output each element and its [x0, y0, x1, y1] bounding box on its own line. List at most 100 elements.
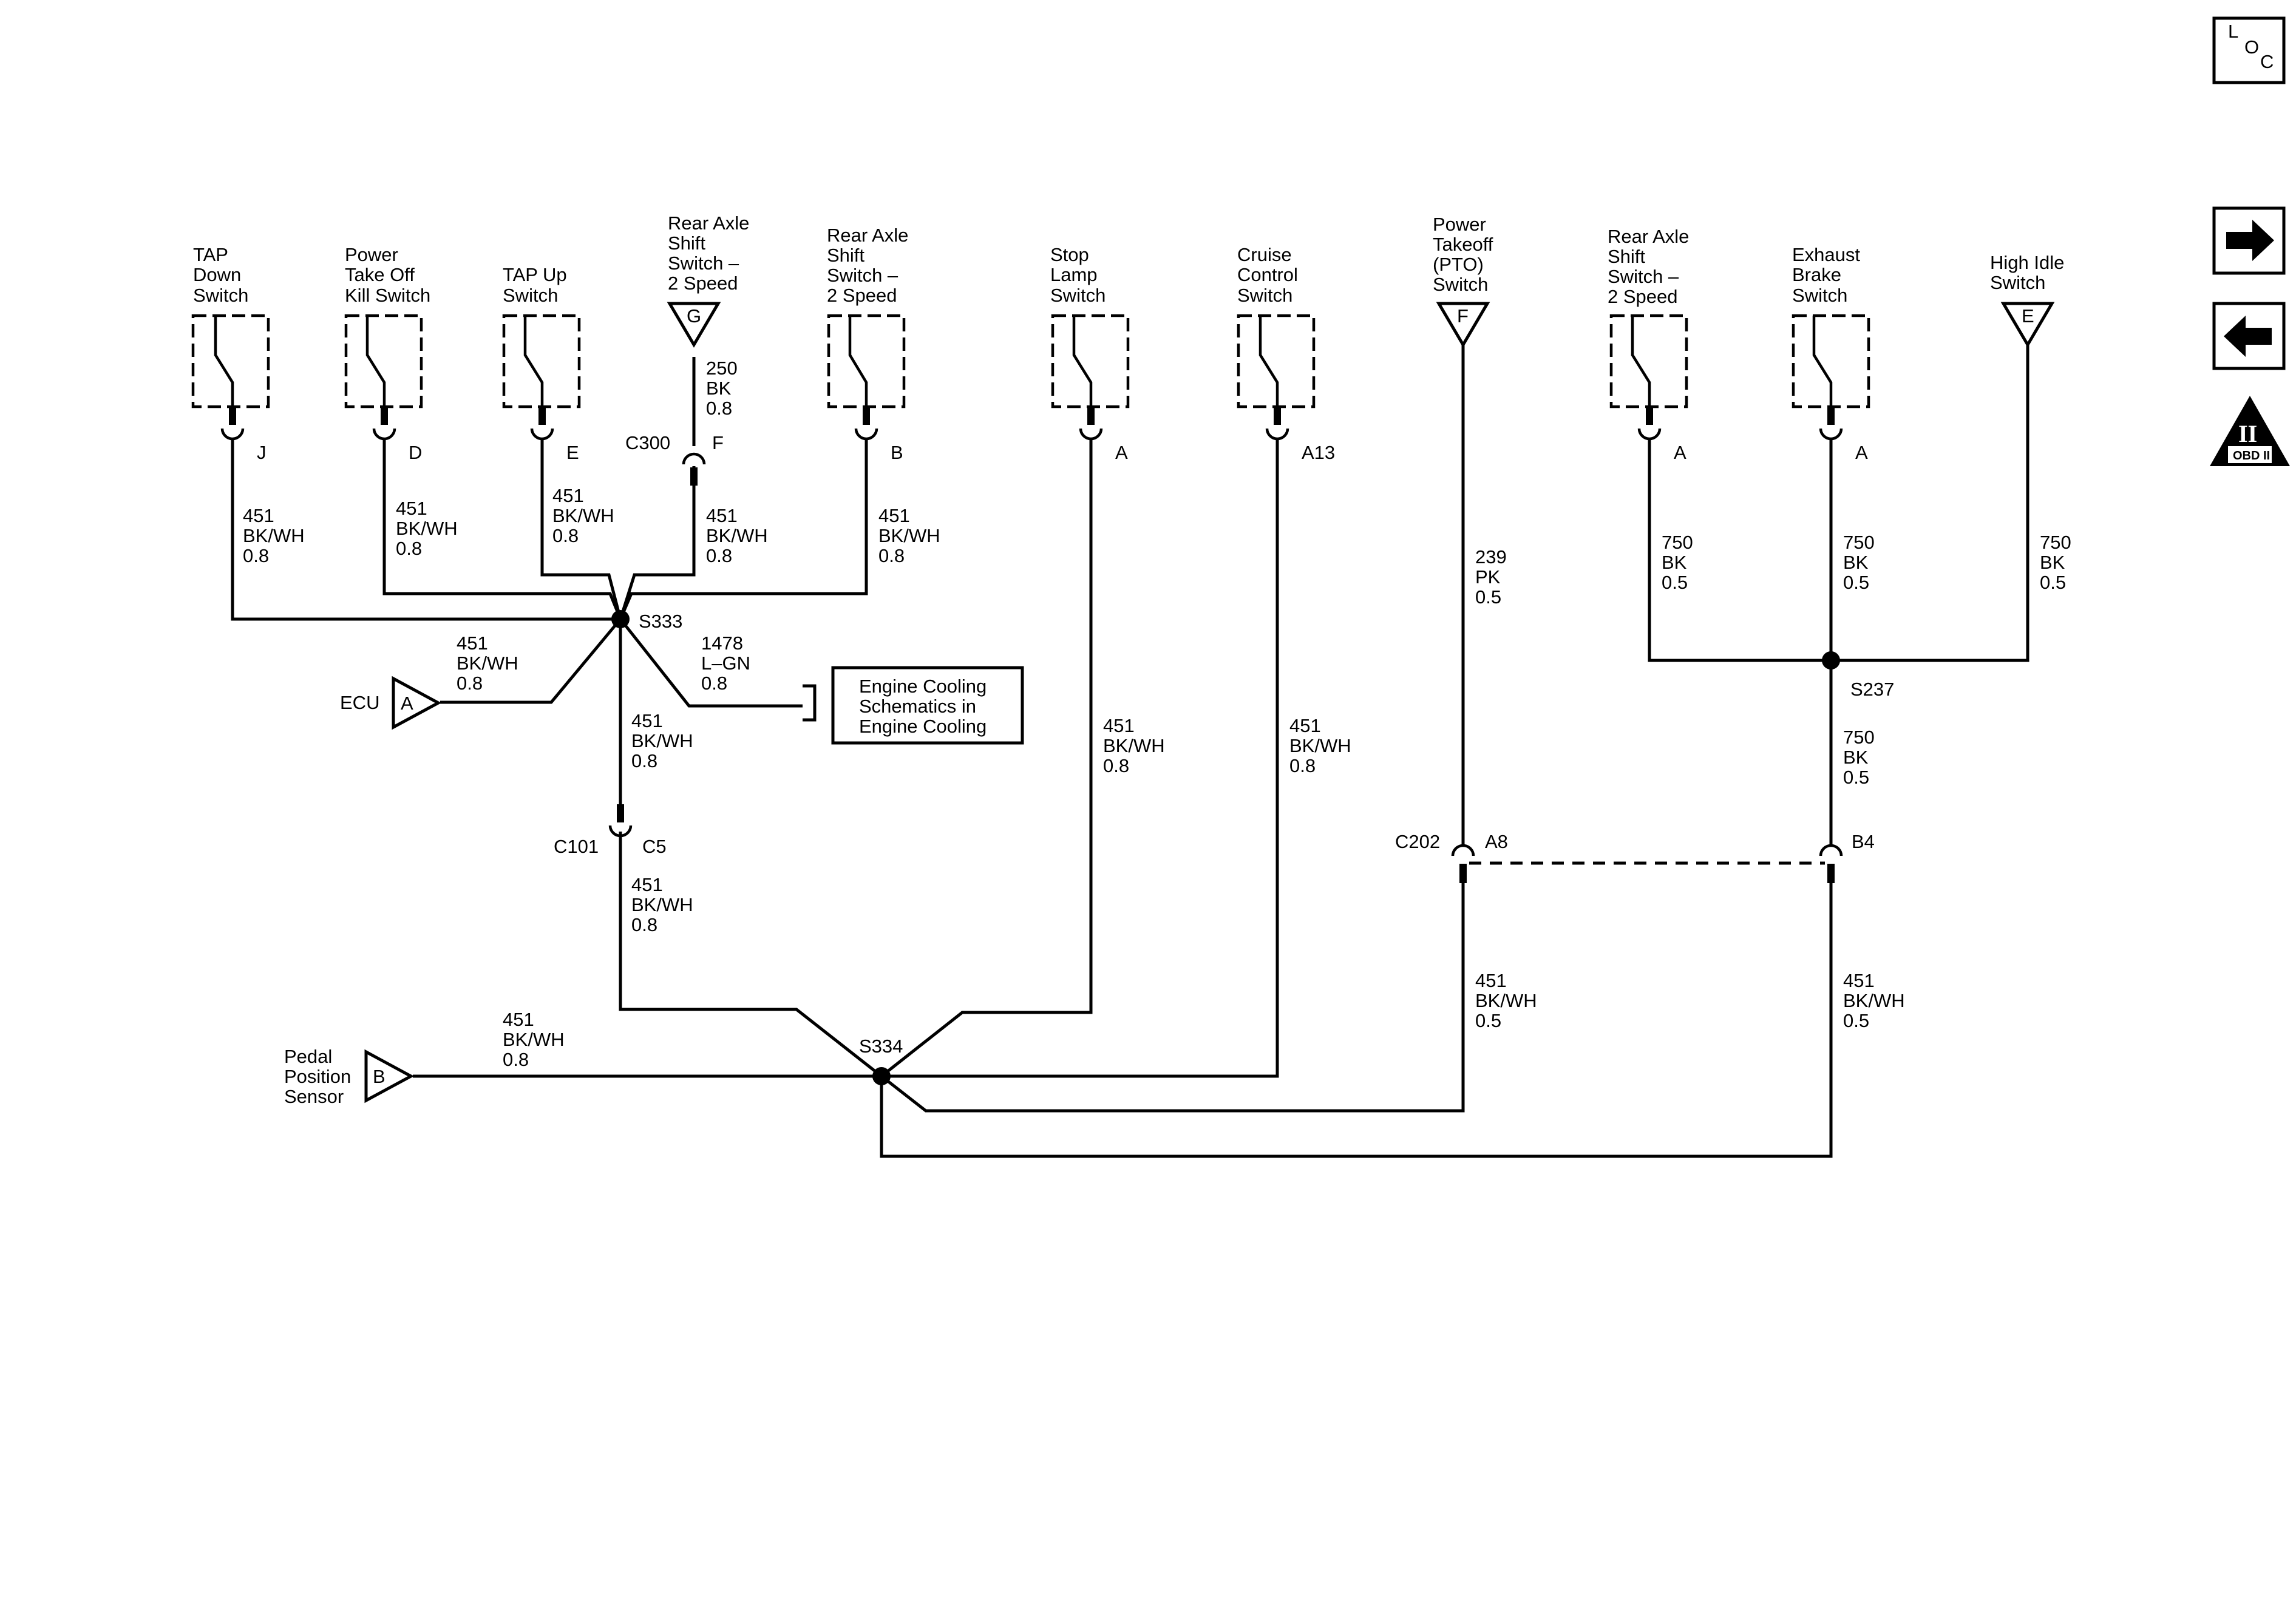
wire-label-reara: 750 BK 0.5: [1662, 532, 1693, 593]
wire-label-c101down: 451 BK/WH 0.8: [631, 874, 693, 935]
svg-text:0.8: 0.8: [706, 398, 732, 419]
switch-rear-axle-a: [1609, 314, 1688, 408]
svg-text:Power: Power: [1433, 214, 1486, 235]
svg-text:451: 451: [1843, 970, 1875, 991]
svg-text:451: 451: [1289, 715, 1321, 736]
svg-text:Schematics in: Schematics in: [859, 696, 976, 717]
switch-exhaust: [1792, 314, 1870, 408]
label-pedal: Pedal Position Sensor: [284, 1046, 351, 1107]
pin-tap-up: [530, 407, 554, 442]
svg-text:0.8: 0.8: [457, 673, 483, 694]
svg-text:BK/WH: BK/WH: [503, 1029, 565, 1050]
svg-text:PK: PK: [1475, 566, 1501, 588]
svg-text:Rear Axle: Rear Axle: [668, 212, 749, 234]
svg-text:0.8: 0.8: [706, 545, 732, 566]
svg-text:Shift: Shift: [827, 245, 864, 266]
splice-s237: [1822, 651, 1840, 670]
pin-c300: [682, 452, 706, 486]
label-stop-lamp: Stop Lamp Switch: [1050, 244, 1106, 306]
wire-ecu: [440, 618, 622, 704]
svg-text:BK/WH: BK/WH: [552, 505, 614, 526]
svg-text:2 Speed: 2 Speed: [827, 285, 897, 306]
svg-text:0.5: 0.5: [1843, 767, 1869, 788]
pin-label-exhaust-a: A: [1855, 442, 1868, 463]
splice-s334: [872, 1067, 891, 1085]
switch-rear-axle-b: [827, 314, 906, 408]
svg-text:451: 451: [631, 710, 663, 731]
svg-text:Engine Cooling: Engine Cooling: [859, 716, 987, 737]
triangle-f: F: [1436, 302, 1490, 348]
tri-letter-b: B: [373, 1066, 385, 1087]
svg-text:0.5: 0.5: [1843, 1010, 1869, 1031]
svg-text:Switch: Switch: [1237, 285, 1292, 306]
pin-pto-kill: [372, 407, 396, 442]
svg-text:Power: Power: [345, 244, 398, 265]
svg-text:BK/WH: BK/WH: [631, 730, 693, 751]
pin-cruise: [1265, 407, 1289, 442]
switch-stop-lamp: [1051, 314, 1130, 408]
triangle-pedal-b: B: [364, 1049, 415, 1103]
obd-ii-icon: II OBD II: [2210, 396, 2290, 466]
svg-text:Switch: Switch: [1792, 285, 1847, 306]
wire-label-s333down: 451 BK/WH 0.8: [631, 710, 693, 771]
svg-text:Shift: Shift: [1608, 246, 1645, 267]
wire-c300: [619, 466, 696, 620]
svg-text:451: 451: [503, 1009, 534, 1030]
splice-s333: [611, 610, 630, 628]
next-page-button[interactable]: [2212, 206, 2286, 275]
label-pto: Power Takeoff (PTO) Switch: [1433, 214, 1493, 295]
wire-label-pto: 239 PK 0.5: [1475, 546, 1507, 608]
loc-letter-2: O: [2244, 36, 2259, 58]
svg-text:2 Speed: 2 Speed: [668, 273, 738, 294]
wire-rear-axle-b: [619, 442, 868, 620]
engine-cooling-bracket: [803, 684, 817, 722]
pin-label-d: D: [409, 442, 422, 463]
svg-text:750: 750: [1662, 532, 1693, 553]
connector-c101: C101: [554, 836, 599, 857]
pin-rear-axle-b: [854, 407, 878, 442]
loc-icon: [2212, 16, 2286, 84]
svg-text:Switch: Switch: [193, 285, 248, 306]
wire-tap-down: [231, 442, 620, 621]
svg-text:BK: BK: [1662, 552, 1687, 573]
wire-cruise: [881, 442, 1279, 1078]
svg-text:BK/WH: BK/WH: [1475, 990, 1537, 1011]
svg-text:BK/WH: BK/WH: [1843, 990, 1905, 1011]
pin-b4: [1819, 844, 1843, 883]
wire-750-bus: [1648, 340, 2029, 662]
svg-text:451: 451: [1103, 715, 1135, 736]
svg-text:0.8: 0.8: [503, 1049, 529, 1070]
wire-label-1478: 1478 L–GN 0.8: [701, 632, 750, 694]
svg-text:Take Off: Take Off: [345, 264, 415, 285]
svg-text:BK/WH: BK/WH: [457, 653, 518, 674]
svg-text:451: 451: [631, 874, 663, 895]
tri-letter-g: G: [687, 305, 701, 327]
loc-button[interactable]: L O C: [2212, 16, 2286, 84]
svg-text:2 Speed: 2 Speed: [1608, 286, 1678, 307]
svg-text:0.5: 0.5: [2040, 572, 2066, 593]
svg-text:BK/WH: BK/WH: [706, 525, 768, 546]
svg-text:0.5: 0.5: [1475, 1010, 1501, 1031]
wire-tap-up: [540, 442, 622, 620]
svg-text:BK/WH: BK/WH: [1103, 735, 1165, 756]
switch-tap-down: [191, 314, 270, 408]
wire-label-cruise: 451 BK/WH 0.8: [1289, 715, 1351, 776]
svg-text:750: 750: [1843, 532, 1875, 553]
svg-text:239: 239: [1475, 546, 1507, 568]
switch-tap-up: [502, 314, 581, 408]
switch-pto-kill: [344, 314, 423, 408]
svg-text:BK/WH: BK/WH: [243, 525, 305, 546]
pin-label-stop-a: A: [1115, 442, 1128, 463]
wire-label-exhaust: 750 BK 0.5: [1843, 532, 1875, 593]
wire-b4-down: [880, 883, 1833, 1158]
pin-label-a13: A13: [1302, 442, 1335, 463]
wire-pto-kill: [382, 442, 622, 620]
wire-label-stop: 451 BK/WH 0.8: [1103, 715, 1165, 776]
wire-stop-lamp: [880, 442, 1093, 1077]
svg-text:Rear Axle: Rear Axle: [1608, 226, 1689, 247]
pin-label-c300-f: F: [712, 432, 724, 453]
label-rear-axle-g: Rear Axle Shift Switch – 2 Speed: [668, 212, 749, 294]
svg-text:0.8: 0.8: [631, 914, 657, 935]
prev-page-button[interactable]: [2212, 302, 2286, 370]
svg-text:451: 451: [706, 505, 738, 526]
